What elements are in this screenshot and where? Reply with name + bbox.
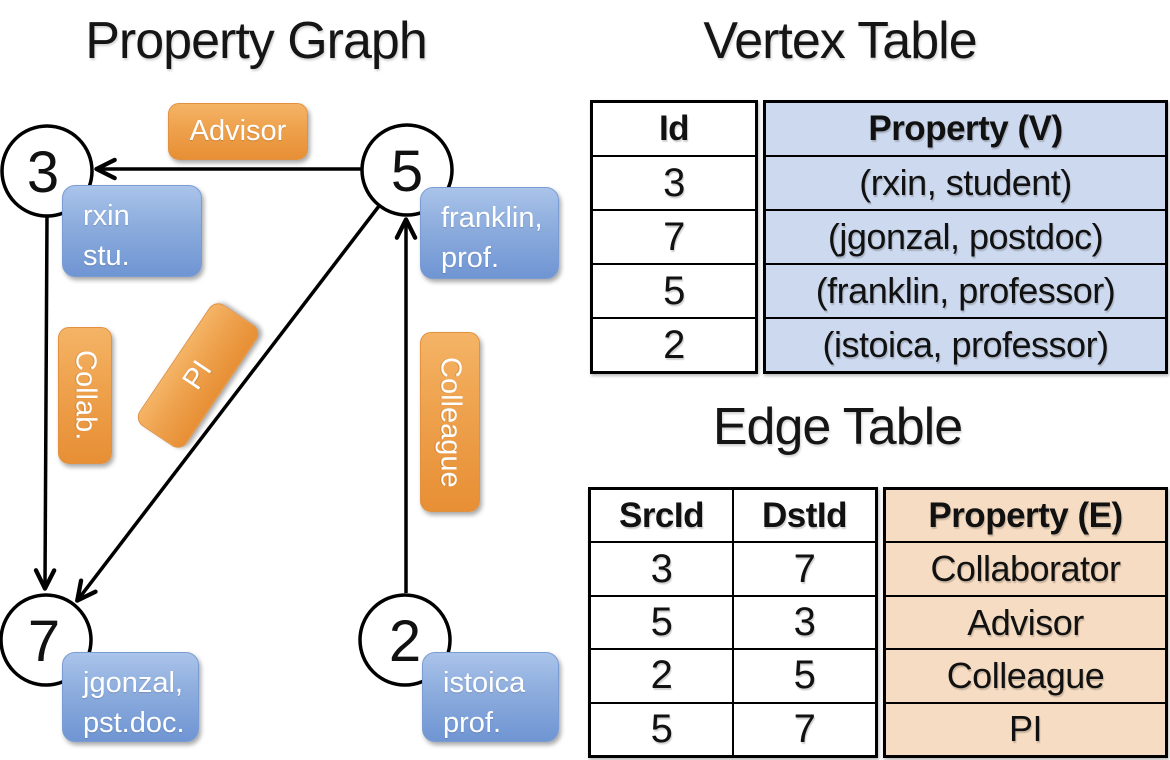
- table-row: Collaborator: [886, 541, 1165, 594]
- node-5-id: 5: [391, 139, 423, 204]
- table-row: (franklin, professor): [766, 263, 1165, 317]
- vertex-property-column: Property (V) (rxin, student) (jgonzal, p…: [763, 100, 1168, 374]
- table-row: 2: [593, 317, 755, 371]
- vertex-id-column: Id 3 7 5 2: [590, 100, 758, 374]
- table-row: (jgonzal, postdoc): [766, 209, 1165, 263]
- node-2-property-box: istoica prof.: [422, 652, 559, 742]
- table-row: 5 3: [591, 594, 875, 649]
- node-5-property-box: franklin, prof.: [420, 187, 559, 279]
- edge-dstid-header: DstId: [732, 490, 875, 542]
- edge-property-header: Property (E): [928, 495, 1123, 535]
- edge-label-colleague: Colleague: [420, 332, 480, 512]
- table-row: 3: [593, 155, 755, 209]
- node-3-property-box: rxin stu.: [62, 185, 202, 277]
- vertex-property-header: Property (V): [868, 109, 1063, 148]
- edge-table: SrcId DstId 3 7 5 3 2 5 5 7 Property (E)…: [588, 487, 1168, 758]
- vertex-table: Id 3 7 5 2 Property (V) (rxin, student) …: [590, 100, 1168, 374]
- table-row: Advisor: [886, 594, 1165, 648]
- table-row: (istoica, professor): [766, 317, 1165, 371]
- table-row: 7: [593, 209, 755, 263]
- table-row: PI: [886, 701, 1165, 755]
- property-graph-canvas: 3 5 7 2: [0, 123, 454, 687]
- table-row: 5: [593, 263, 755, 317]
- property-graph-title: Property Graph: [85, 12, 428, 70]
- edge-property-column: Property (E) Collaborator Advisor Collea…: [883, 487, 1168, 758]
- edge-collab-3-to-7: [33, 215, 57, 591]
- node-7-id: 7: [28, 609, 60, 674]
- node-7-property-box: jgonzal, pst.doc.: [62, 652, 199, 742]
- table-row: 3 7: [591, 541, 875, 595]
- vertex-id-header: Id: [658, 109, 690, 148]
- table-row: Colleague: [886, 648, 1165, 701]
- edge-label-advisor: Advisor: [168, 103, 308, 160]
- edge-src-dst-columns: SrcId DstId 3 7 5 3 2 5 5 7: [588, 487, 878, 758]
- edge-srcid-header: SrcId: [618, 495, 705, 535]
- node-3-id: 3: [27, 140, 59, 205]
- vertex-table-title: Vertex Table: [703, 12, 977, 70]
- edge-label-collab: Collab.: [58, 327, 112, 464]
- edge-table-title: Edge Table: [712, 398, 963, 456]
- edge-pi-5-to-7: [75, 204, 381, 603]
- table-row: 5 7: [591, 701, 875, 756]
- table-row: 2 5: [591, 648, 875, 702]
- table-row: (rxin, student): [766, 155, 1165, 209]
- node-2-id: 2: [389, 609, 421, 674]
